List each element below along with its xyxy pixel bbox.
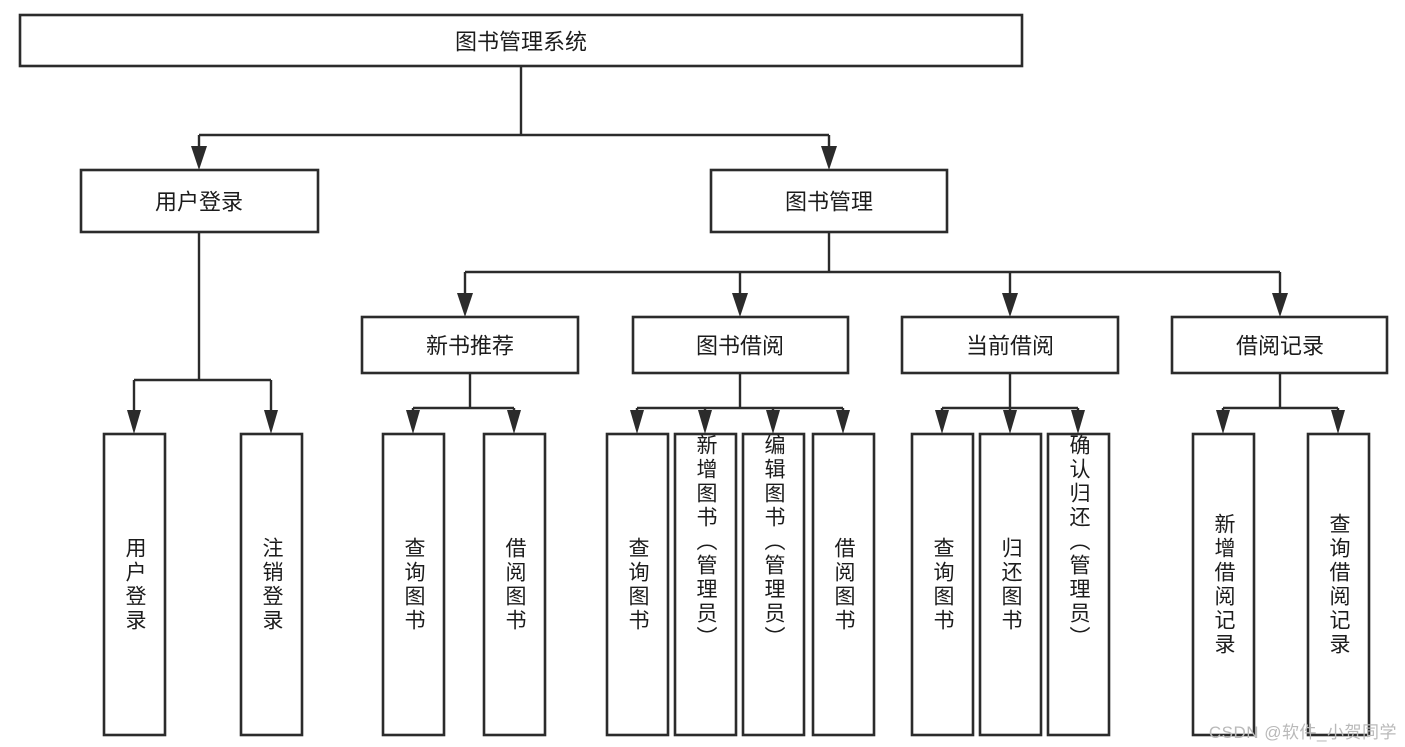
node-leaf-borrow-book-2[interactable] xyxy=(811,432,876,737)
node-leaf-query-book-3[interactable] xyxy=(910,432,975,737)
arrow-leaf-user-login xyxy=(127,410,141,434)
arrow-leaf-query-book-1 xyxy=(406,410,420,434)
arrow-to-current-borrow xyxy=(1002,293,1018,317)
node-layer xyxy=(18,13,1389,737)
watermark-credit: CSDN @软件_小贺同学 xyxy=(1208,723,1397,742)
arrow-leaf-edit-book xyxy=(766,410,780,434)
label-current-borrow: 当前借阅 xyxy=(966,334,1054,359)
arrow-leaf-query-book-3 xyxy=(935,410,949,434)
arrow-to-new-book xyxy=(457,293,473,317)
arrow-to-user-login xyxy=(191,146,207,170)
node-book-management[interactable] xyxy=(709,168,949,234)
node-leaf-edit-book-admin[interactable] xyxy=(741,432,806,737)
node-new-book-recommend[interactable] xyxy=(360,315,580,375)
node-book-borrow[interactable] xyxy=(631,315,850,375)
arrow-to-book-borrow xyxy=(732,293,748,317)
label-layer: 图书管理系统 用户登录 图书管理 新书推荐 图书借阅 当前借阅 借阅记录 xyxy=(155,30,1324,359)
node-leaf-borrow-book-1[interactable] xyxy=(482,432,547,737)
label-book-management: 图书管理 xyxy=(785,190,873,215)
arrow-leaf-logout xyxy=(264,410,278,434)
node-leaf-logout[interactable] xyxy=(239,432,304,737)
node-leaf-query-book-2[interactable] xyxy=(605,432,670,737)
node-user-login[interactable] xyxy=(79,168,320,234)
node-borrow-record[interactable] xyxy=(1170,315,1389,375)
arrow-leaf-query-book-2 xyxy=(630,410,644,434)
arrow-leaf-query-record xyxy=(1331,410,1345,434)
label-user-login: 用户登录 xyxy=(155,190,243,215)
arrow-to-borrow-record xyxy=(1272,293,1288,317)
node-leaf-confirm-return-admin[interactable] xyxy=(1046,432,1111,737)
label-book-borrow: 图书借阅 xyxy=(696,334,784,359)
node-leaf-user-login[interactable] xyxy=(102,432,167,737)
node-leaf-query-borrow-record[interactable] xyxy=(1306,432,1371,737)
arrow-leaf-borrow-book-1 xyxy=(507,410,521,434)
arrow-leaf-return-book xyxy=(1003,410,1017,434)
label-new-book-recommend: 新书推荐 xyxy=(426,334,514,359)
node-leaf-add-borrow-record[interactable] xyxy=(1191,432,1256,737)
arrow-leaf-add-record xyxy=(1216,410,1230,434)
node-leaf-return-book[interactable] xyxy=(978,432,1043,737)
node-leaf-query-book-1[interactable] xyxy=(381,432,446,737)
arrow-leaf-add-book xyxy=(698,410,712,434)
node-root-book-management-system[interactable] xyxy=(18,13,1024,68)
connector-layer xyxy=(127,65,1345,434)
arrow-leaf-borrow-book-2 xyxy=(836,410,850,434)
label-borrow-record: 借阅记录 xyxy=(1236,334,1324,359)
arrow-to-book-manage xyxy=(821,146,837,170)
node-leaf-add-book-admin[interactable] xyxy=(673,432,738,737)
label-root: 图书管理系统 xyxy=(455,30,587,55)
arrow-leaf-confirm-return xyxy=(1071,410,1085,434)
node-current-borrow[interactable] xyxy=(900,315,1120,375)
